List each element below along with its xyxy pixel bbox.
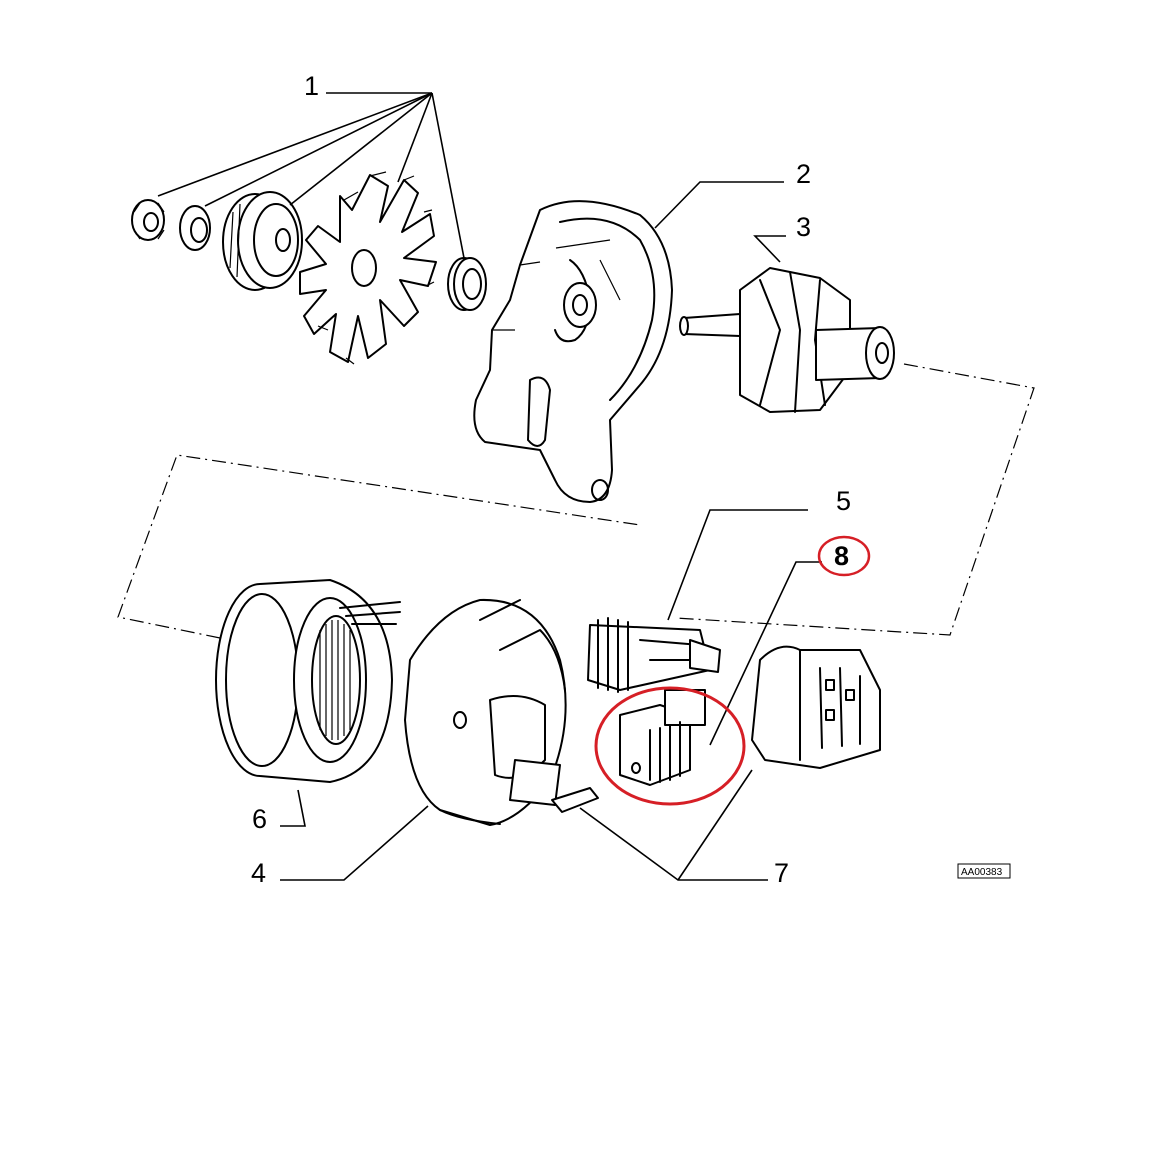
highlight-marks <box>594 535 871 806</box>
callout-6: 6 <box>252 804 267 834</box>
part-3-rotor <box>679 267 895 413</box>
part-4-rear-housing <box>404 598 567 826</box>
callout-8: 8 <box>834 541 849 571</box>
part-2-front-housing <box>473 200 673 503</box>
part-1-pulley <box>222 191 303 291</box>
part-7-plate <box>551 787 599 813</box>
part-5-rectifier <box>587 617 721 693</box>
leader-lines <box>157 92 822 881</box>
callout-5: 5 <box>836 486 851 516</box>
callout-2: 2 <box>796 159 811 189</box>
highlight-circle-part-8 <box>594 686 746 806</box>
callout-7: 7 <box>774 858 789 888</box>
callout-4: 4 <box>251 858 266 888</box>
callout-3: 3 <box>796 212 811 242</box>
reference-code: AA00383 <box>961 867 1003 878</box>
callout-labels: 1 2 3 5 8 6 4 7 <box>251 71 851 888</box>
brush-holder-cover <box>751 645 881 769</box>
part-1-nut <box>131 199 165 241</box>
assembly-guide-lines <box>117 363 1035 639</box>
part-8-voltage-regulator <box>619 689 706 786</box>
highlight-circle-callout-8 <box>817 535 871 577</box>
part-1-washer <box>179 205 211 251</box>
callout-1: 1 <box>304 71 319 101</box>
part-6-stator <box>215 579 401 783</box>
part-1-fan <box>299 171 437 365</box>
part-1-spacer <box>447 257 487 311</box>
reference-code-box: AA00383 <box>957 863 1011 879</box>
